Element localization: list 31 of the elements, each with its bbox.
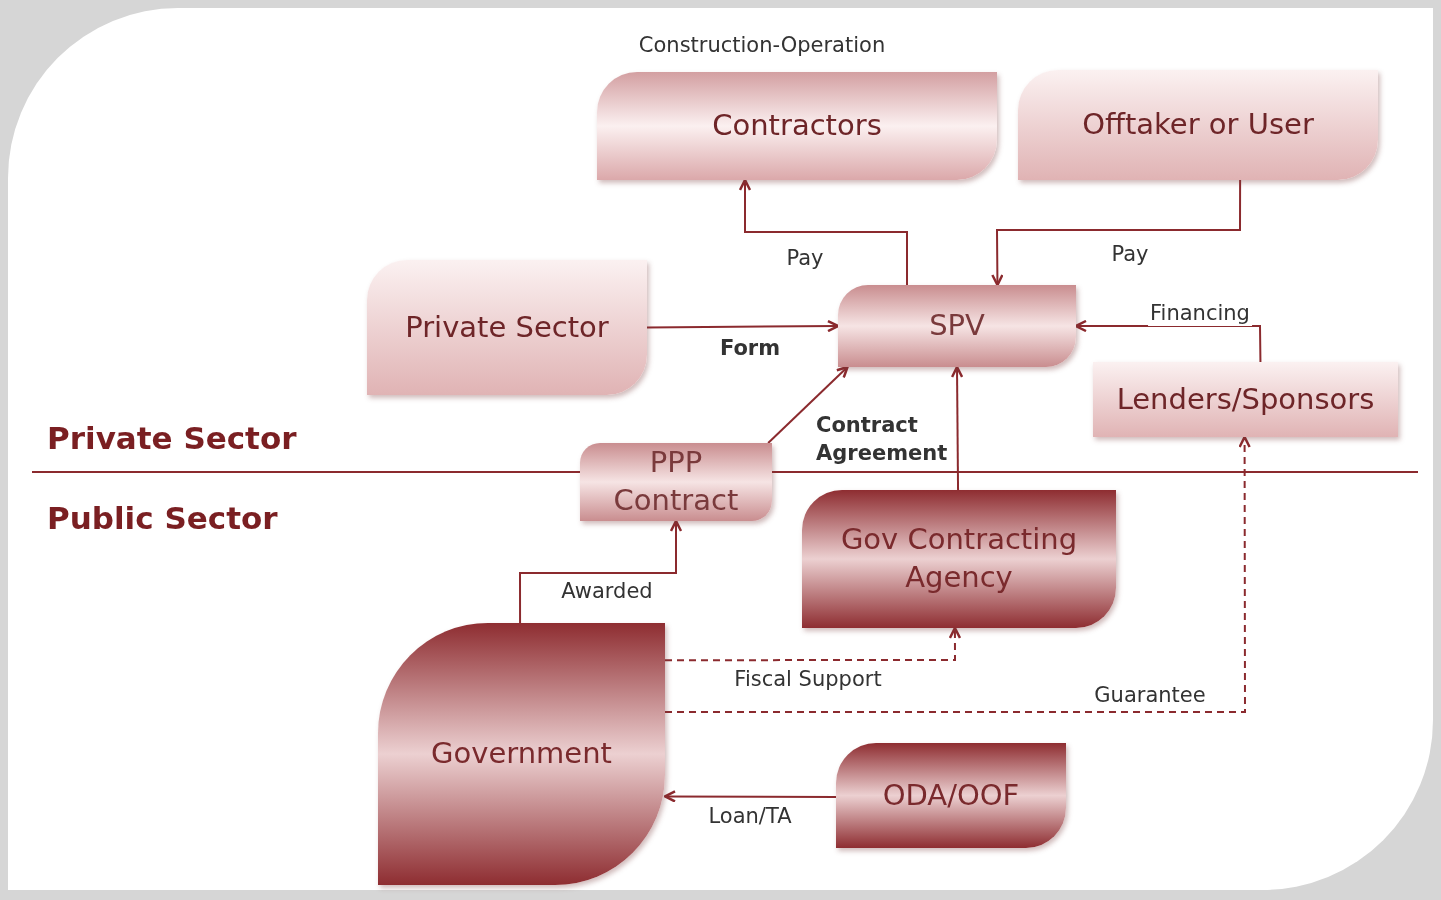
node-label: Lenders/Sponsors bbox=[1115, 380, 1376, 418]
node-label: ODA/OOF bbox=[881, 776, 1021, 814]
process-box bbox=[1018, 70, 1378, 180]
arrow bbox=[519, 519, 683, 624]
node-label: Private Sector bbox=[404, 308, 610, 346]
process-box bbox=[1093, 362, 1398, 437]
process-box bbox=[836, 743, 1066, 848]
process-box bbox=[378, 623, 665, 885]
node-label: SPV bbox=[928, 307, 986, 345]
arrow bbox=[664, 435, 1251, 714]
arrow bbox=[664, 626, 962, 662]
arrow bbox=[950, 365, 964, 491]
process-box bbox=[838, 285, 1076, 367]
node-label: PPP Contract bbox=[612, 444, 740, 519]
process-box bbox=[580, 443, 772, 521]
node-label: Contractors bbox=[711, 107, 883, 145]
process-box bbox=[802, 490, 1116, 628]
arrow bbox=[646, 319, 840, 333]
sector-label: Public Sector bbox=[47, 500, 278, 536]
arrow bbox=[663, 790, 837, 803]
arrow bbox=[767, 365, 849, 444]
arrow bbox=[991, 179, 1242, 287]
process-box bbox=[367, 260, 647, 395]
process-box bbox=[597, 72, 997, 180]
sector-label: Private Sector bbox=[47, 420, 297, 456]
node-label: Government bbox=[430, 735, 613, 773]
node-label: Offtaker or User bbox=[1081, 106, 1315, 144]
arrow bbox=[738, 178, 908, 286]
node-label: Gov Contracting Agency bbox=[839, 521, 1079, 596]
arrow bbox=[1074, 319, 1262, 363]
node-caption: Construction-Operation bbox=[637, 32, 887, 59]
